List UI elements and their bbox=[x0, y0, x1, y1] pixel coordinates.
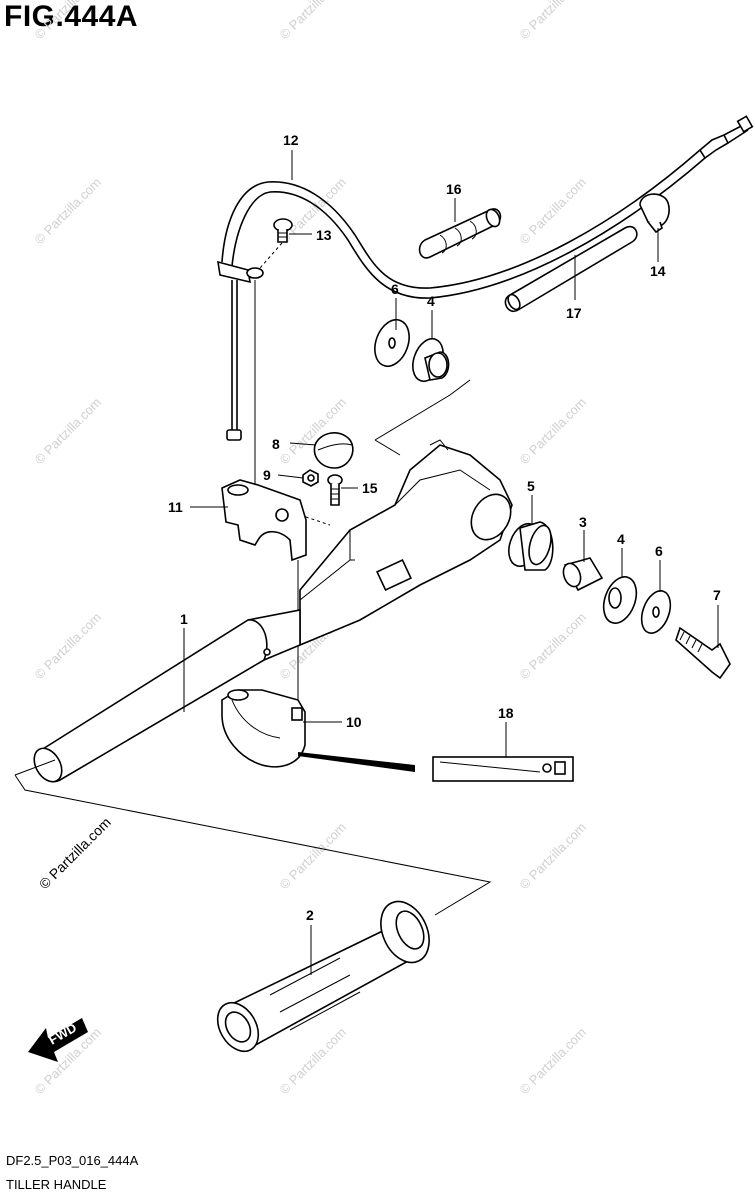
part-7-bolt bbox=[675, 626, 731, 680]
callout-9: 9 bbox=[263, 467, 271, 483]
watermark: © Partzilla.com bbox=[277, 0, 350, 42]
callout-1: 1 bbox=[180, 611, 188, 627]
watermark: © Partzilla.com bbox=[517, 395, 590, 468]
callout-10: 10 bbox=[346, 714, 362, 730]
watermark: © Partzilla.com bbox=[32, 610, 105, 683]
part-6-washer-right bbox=[640, 590, 672, 634]
figure-title: FIG.444A bbox=[4, 0, 139, 33]
tiller-bracket bbox=[299, 439, 513, 647]
watermark: © Partzilla.com bbox=[517, 610, 590, 683]
part-3-collar bbox=[562, 557, 604, 592]
part-9-nut bbox=[302, 469, 319, 487]
callout-labels: 12 13 16 14 17 6 4 8 9 15 11 5 3 4 6 7 1… bbox=[168, 132, 721, 923]
part-12-cable bbox=[217, 115, 754, 441]
callout-17: 17 bbox=[566, 305, 582, 321]
part-4-bushing-right bbox=[602, 576, 638, 624]
watermark: © Partzilla.com bbox=[32, 395, 105, 468]
watermark: © Partzilla.com bbox=[32, 0, 105, 42]
part-2-grip bbox=[216, 900, 430, 1053]
part-11-upper-clamp bbox=[221, 479, 307, 562]
callout-6-right: 6 bbox=[655, 543, 663, 559]
part-8-cap bbox=[313, 432, 354, 469]
callout-3: 3 bbox=[579, 514, 587, 530]
section-title: TILLER HANDLE bbox=[6, 1177, 107, 1192]
callout-2: 2 bbox=[306, 907, 314, 923]
grip-guide-outline bbox=[14, 759, 492, 916]
leader-lines bbox=[183, 150, 719, 975]
part-17-tube bbox=[504, 225, 638, 313]
callout-15: 15 bbox=[362, 480, 378, 496]
part-18-label bbox=[298, 752, 574, 782]
callout-11: 11 bbox=[168, 499, 183, 515]
watermark: © Partzilla.com bbox=[517, 1025, 590, 1098]
callout-6-upper: 6 bbox=[391, 281, 399, 297]
part-5-grommet bbox=[508, 521, 554, 571]
figure-code: DF2.5_P03_016_444A bbox=[6, 1153, 139, 1168]
part-14-clamp bbox=[639, 193, 670, 234]
watermark-layer: © Partzilla.com © Partzilla.com © Partzi… bbox=[32, 0, 590, 1097]
callout-12: 12 bbox=[283, 132, 299, 148]
callout-8: 8 bbox=[272, 436, 280, 452]
part-10-lower-clamp bbox=[221, 689, 306, 768]
watermark: © Partzilla.com bbox=[277, 1025, 350, 1098]
watermark: © Partzilla.com bbox=[517, 0, 590, 42]
callout-5: 5 bbox=[527, 478, 535, 494]
part-16-sleeve bbox=[418, 208, 502, 259]
part-1-tiller-tube bbox=[33, 609, 301, 783]
part-4-bushing-upper bbox=[412, 337, 450, 383]
callout-13: 13 bbox=[316, 227, 332, 243]
watermark: © Partzilla.com bbox=[517, 820, 590, 893]
watermark: © Partzilla.com bbox=[277, 820, 350, 893]
callout-4-right: 4 bbox=[617, 531, 625, 547]
watermark-dark: © Partzilla.com bbox=[36, 814, 114, 892]
watermark: © Partzilla.com bbox=[32, 175, 105, 248]
part-6-washer-upper bbox=[374, 318, 410, 368]
part-15-screw bbox=[327, 474, 343, 506]
callout-14: 14 bbox=[650, 263, 666, 279]
callout-7: 7 bbox=[713, 587, 721, 603]
callout-4-upper: 4 bbox=[427, 293, 435, 309]
callout-18: 18 bbox=[498, 705, 514, 721]
callout-16: 16 bbox=[446, 181, 462, 197]
part-13-screw bbox=[246, 218, 293, 279]
